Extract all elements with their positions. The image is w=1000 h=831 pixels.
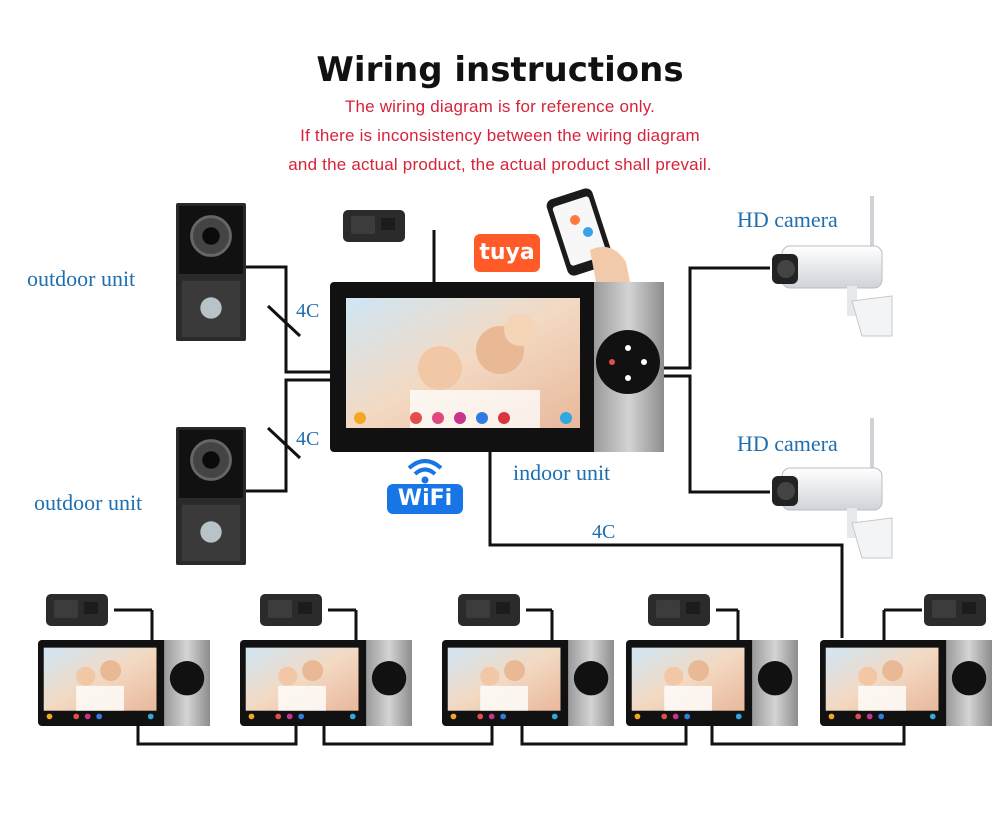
wire-camera-2 <box>664 374 770 494</box>
label-hd-camera-2: HD camera <box>737 431 838 456</box>
outdoor-unit-1 <box>176 201 246 343</box>
power-adapter-3 <box>458 594 520 626</box>
power-adapter-5 <box>924 594 986 626</box>
power-adapter-4 <box>648 594 710 626</box>
label-hd-camera-1: HD camera <box>737 207 838 232</box>
extension-monitor-4 <box>626 640 798 726</box>
extension-monitor-1 <box>38 640 210 726</box>
power-adapter-1 <box>46 594 108 626</box>
wire-outdoor-1 <box>244 265 330 374</box>
wire-extension-main <box>488 452 844 638</box>
note-line-3: and the actual product, the actual produ… <box>288 155 712 174</box>
note-line-2: If there is inconsistency between the wi… <box>300 126 700 145</box>
cable-slash-1 <box>266 304 302 338</box>
wire-chain-2 <box>322 726 494 746</box>
wire-outdoor-2 <box>244 378 330 493</box>
extension-monitor-5 <box>820 640 992 726</box>
label-4c-outdoor-1: 4C <box>296 300 320 322</box>
tuya-logo: tuya <box>474 234 540 272</box>
cable-slash-2 <box>266 426 302 460</box>
extension-monitor-2 <box>240 640 412 726</box>
wifi-badge: WiFi <box>387 454 463 516</box>
label-outdoor-unit-2: outdoor unit <box>34 490 143 515</box>
label-4c-extension: 4C <box>592 521 616 543</box>
indoor-power-adapter <box>343 210 405 242</box>
page-title: Wiring instructions <box>316 50 684 90</box>
wifi-label: WiFi <box>387 484 463 514</box>
label-4c-outdoor-2: 4C <box>296 428 320 450</box>
wires <box>136 230 906 746</box>
wire-chain-3 <box>520 726 688 746</box>
wire-chain-1 <box>136 726 298 746</box>
label-indoor-unit: indoor unit <box>513 460 611 485</box>
wire-chain-4 <box>710 726 906 746</box>
smartphone-icon <box>546 188 630 282</box>
power-adapter-2 <box>260 594 322 626</box>
label-outdoor-unit-1: outdoor unit <box>27 266 136 291</box>
wifi-icon <box>407 459 443 484</box>
wire-camera-1 <box>664 266 770 370</box>
indoor-unit-monitor <box>330 282 664 452</box>
extension-monitor-3 <box>442 640 614 726</box>
note-line-1: The wiring diagram is for reference only… <box>344 97 656 116</box>
outdoor-unit-2 <box>176 425 246 567</box>
